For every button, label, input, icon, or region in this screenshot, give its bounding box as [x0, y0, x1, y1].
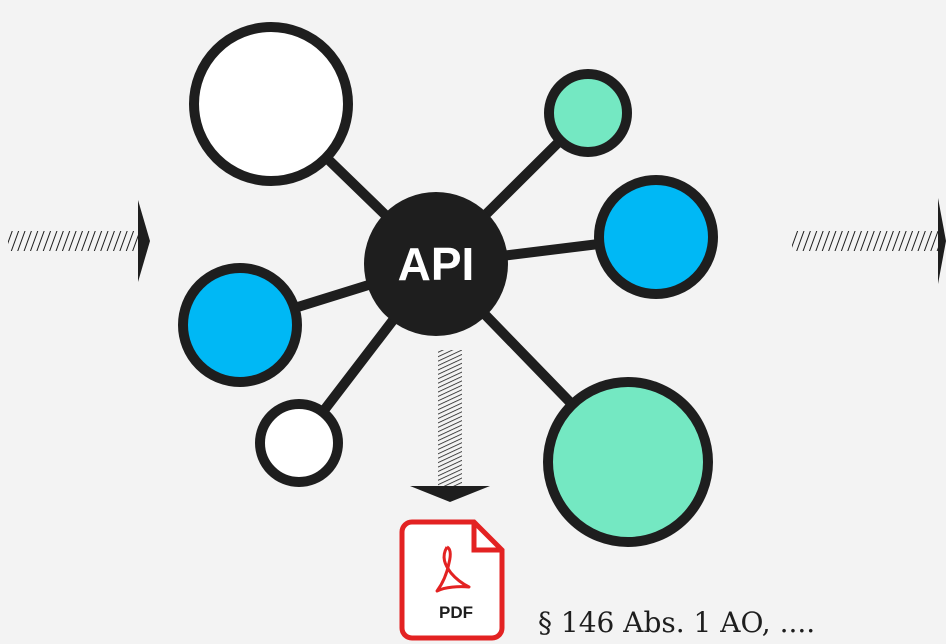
- node-right: [594, 175, 718, 299]
- download-arrow: [410, 350, 490, 502]
- api-hub-label: API: [398, 238, 475, 290]
- pdf-file-icon: PDF: [399, 519, 505, 641]
- node-bottom-right: [543, 377, 713, 547]
- acrobat-logo-icon: [435, 545, 471, 593]
- outgoing-arrow-right: [792, 198, 946, 284]
- legal-reference-caption: § 146 Abs. 1 AO, ....: [538, 606, 816, 639]
- node-bottom-left-small: [255, 399, 343, 487]
- pdf-type-label: PDF: [439, 603, 473, 622]
- node-top-left: [189, 22, 353, 186]
- api-hub-node: [364, 192, 508, 336]
- node-left: [178, 263, 302, 387]
- node-top-right-small: [544, 69, 632, 157]
- incoming-arrow-left: [8, 200, 150, 282]
